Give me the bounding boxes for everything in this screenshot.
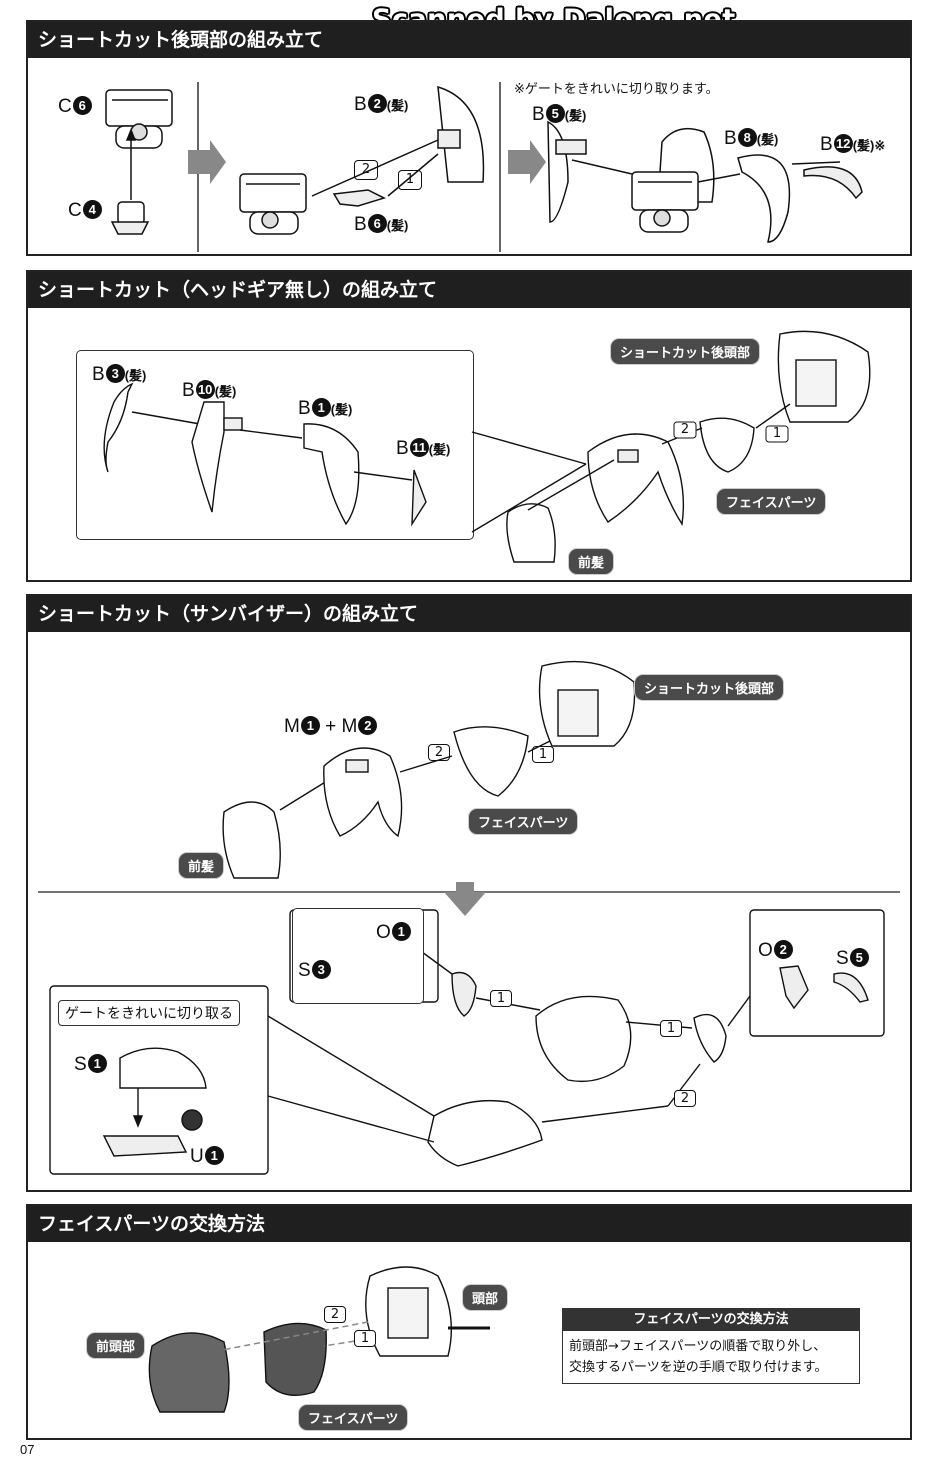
section-title: ショートカット後頭部の組み立て — [28, 22, 910, 58]
section-title: ショートカット（ヘッドギア無し）の組み立て — [28, 272, 910, 308]
step-1-marker: 1 — [772, 426, 782, 441]
info-line-1: 前頭部→フェイスパーツの順番で取り外し、 — [569, 1339, 827, 1354]
section-title: フェイスパーツの交換方法 — [28, 1206, 910, 1242]
label-front-head: 前頭部 — [86, 1332, 146, 1359]
section-title: ショートカット（サンバイザー）の組み立て — [28, 596, 910, 632]
label-face-parts: フェイスパーツ — [468, 808, 579, 835]
step-1-marker: 1 — [532, 746, 554, 763]
face-swap-illustration — [148, 1266, 490, 1413]
step-2-marker: 2 — [354, 160, 378, 180]
gate-note: ※ゲートをきれいに切り取ります。 — [514, 82, 719, 97]
section-face-swap: フェイスパーツの交換方法 2 1 頭部 前頭部 フェイスパーツ フェイスパーツの… — [26, 1204, 912, 1440]
section-sunvisor-assembly: ショートカット（サンバイザー）の組み立て — [26, 594, 912, 1192]
step-2-marker: 2 — [324, 1306, 346, 1323]
step-2-marker: 2 — [680, 422, 690, 437]
step-1-marker: 1 — [398, 170, 422, 190]
label-rear-head: ショートカット後頭部 — [634, 674, 785, 701]
label-head: 頭部 — [462, 1284, 509, 1311]
label-bangs: 前髪 — [178, 852, 225, 879]
gate-label: ゲートをきれいに切り取る — [58, 1000, 240, 1026]
section-rear-head-assembly: ショートカット後頭部の組み立て — [26, 20, 912, 256]
label-rear-head: ショートカット後頭部 — [610, 338, 761, 365]
info-line-2: 交換するパーツを逆の手順で取り付けます。 — [569, 1360, 828, 1375]
label-bangs: 前髪 — [568, 548, 615, 575]
step-2-marker: 2 — [428, 744, 450, 761]
label-face-parts: フェイスパーツ — [298, 1404, 409, 1431]
step-1-marker: 1 — [490, 990, 512, 1007]
info-title: フェイスパーツの交換方法 — [563, 1309, 859, 1331]
section-no-headgear-assembly: ショートカット（ヘッドギア無し）の組み立て 2 1 — [26, 270, 912, 582]
page-number: 07 — [20, 1442, 35, 1457]
rear-head-illustration — [105, 82, 863, 252]
bangs-subassembly-box — [76, 350, 474, 540]
step-2-marker: 2 — [674, 1090, 696, 1107]
no-headgear-illustration — [103, 330, 871, 563]
face-swap-info-box: フェイスパーツの交換方法 前頭部→フェイスパーツの順番で取り外し、 交換するパー… — [562, 1308, 860, 1384]
step-1-marker: 1 — [354, 1330, 376, 1347]
label-face-parts: フェイスパーツ — [716, 488, 827, 515]
step-1-marker: 1 — [660, 1020, 682, 1037]
